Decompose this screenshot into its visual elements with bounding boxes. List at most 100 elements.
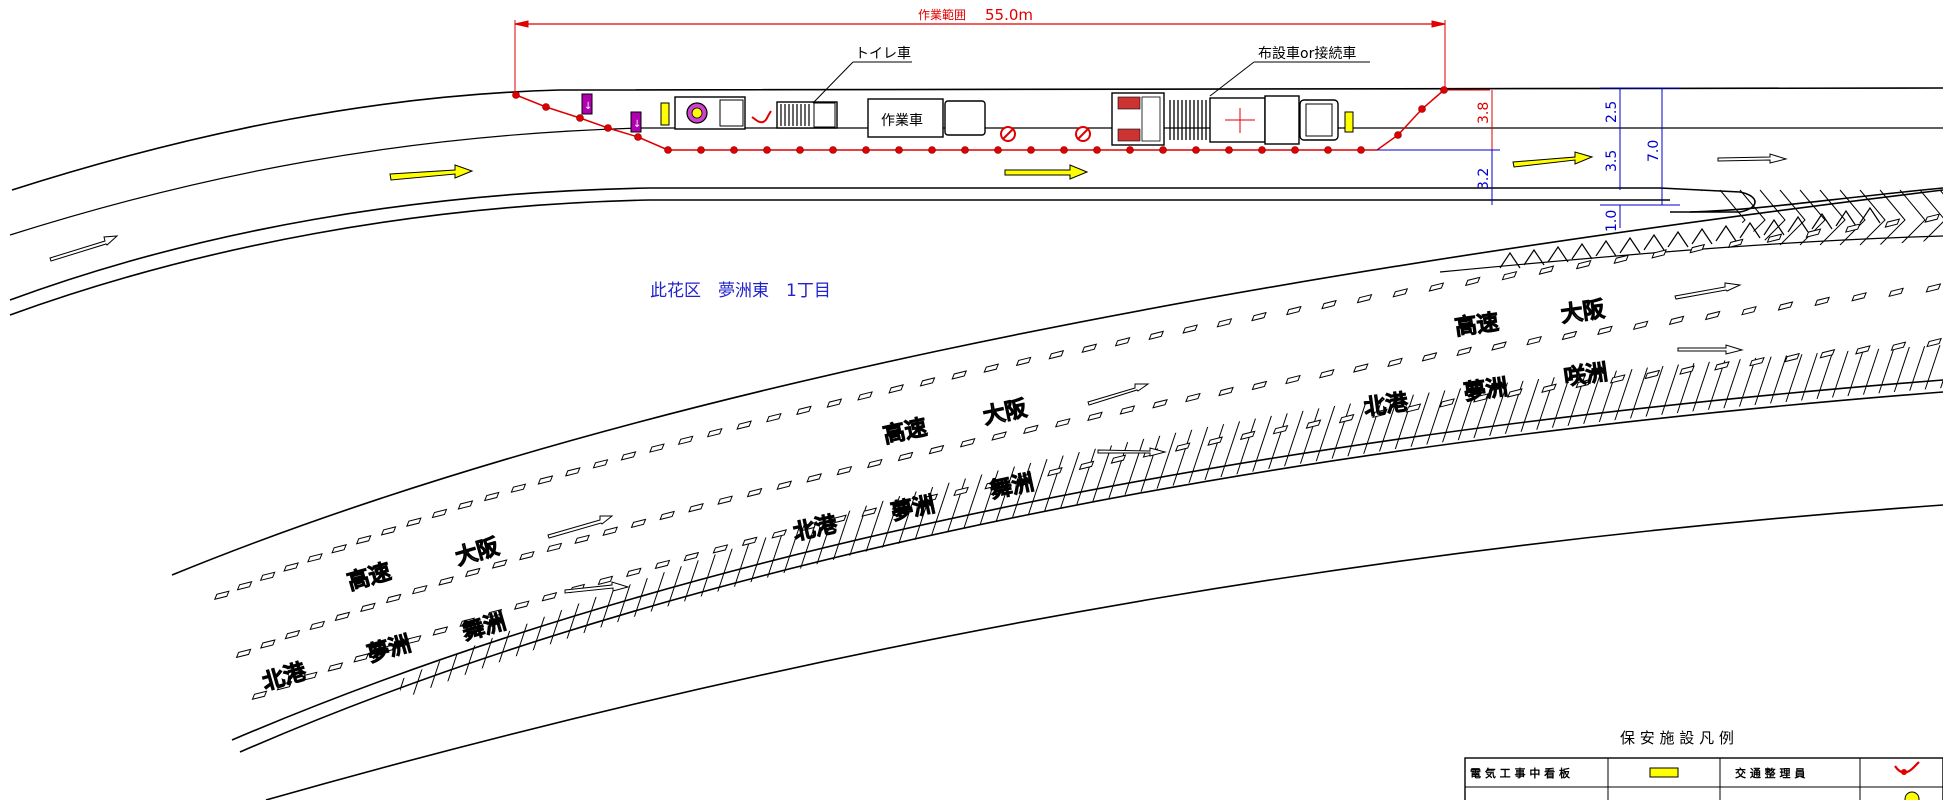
traffic-cone <box>1093 146 1101 154</box>
traffic-cone <box>1291 146 1299 154</box>
chevron-mark <box>1739 221 1761 239</box>
chevron-mark <box>1499 251 1521 269</box>
lane-dash <box>649 443 665 453</box>
toilet-truck <box>776 101 838 129</box>
lane-dash <box>331 544 347 554</box>
road-marking-6: 高速 <box>881 414 929 449</box>
cone-line-taper-start <box>515 94 669 151</box>
hatch-line <box>1064 345 1196 700</box>
lane-dash <box>483 491 500 502</box>
road-marking-13: 北港 <box>1362 390 1410 421</box>
lane-dash <box>1777 301 1794 311</box>
lane-dash <box>1081 343 1098 353</box>
hatch-line <box>494 345 626 700</box>
toilet-truck-callout-leader <box>812 61 854 104</box>
lane-dash <box>513 600 530 610</box>
lane-dash <box>888 384 904 394</box>
traffic-cone <box>1258 146 1266 154</box>
dim-3-8: 3.8 <box>1476 102 1492 124</box>
work-range-length: 55.0m <box>985 6 1033 24</box>
lane-dash <box>1888 287 1904 298</box>
chevron-line <box>1879 189 1906 246</box>
lane-dash <box>922 493 939 503</box>
traffic-cone <box>1192 146 1200 154</box>
legend-title: 保 安 施 設 凡 例 <box>1620 729 1734 747</box>
chevron-mark <box>1787 215 1809 233</box>
lane-dash <box>766 412 782 423</box>
lane-dash <box>1926 337 1942 348</box>
lane-dash <box>259 571 276 582</box>
lane-dash <box>353 653 370 663</box>
work-range-left-arrowhead <box>514 20 529 28</box>
traffic-cone <box>928 146 936 154</box>
lane-dash-markings <box>214 213 1942 700</box>
lane-dash <box>1456 346 1472 357</box>
lane-dash <box>1526 335 1542 346</box>
lane-dash <box>1855 345 1871 355</box>
lane-dash <box>1689 243 1706 254</box>
hatch-line <box>1319 345 1451 700</box>
lane-dash <box>1924 213 1941 223</box>
chevron-mark <box>1691 227 1713 245</box>
hatch-line <box>1289 345 1421 700</box>
lane-dash <box>1352 363 1369 373</box>
lane-dash <box>1749 356 1765 367</box>
traffic-cone <box>730 146 738 154</box>
expressway-inner-edge-2 <box>239 391 1943 753</box>
legend-next-row-icon <box>1904 791 1920 800</box>
dim-3-5: 3.5 <box>1604 150 1620 172</box>
cone-line-taper-end <box>1376 89 1445 151</box>
lane-dash <box>1405 403 1422 413</box>
hatch-line <box>539 345 671 700</box>
road-marking-10: 舞洲 <box>988 469 1036 504</box>
lane-dash <box>1392 288 1409 298</box>
electric-work-sign-2 <box>1344 111 1354 133</box>
lane-dash <box>620 451 637 461</box>
lane-dash <box>1015 356 1032 367</box>
lane-dash <box>464 567 481 578</box>
road-marking-15: 咲洲 <box>1562 359 1609 391</box>
lane-dash <box>251 690 268 700</box>
chevron-line <box>1839 189 1866 246</box>
work-range-dimension <box>514 20 1446 95</box>
lane-dash <box>405 635 422 645</box>
work-truck-label: 作業車 <box>881 112 923 129</box>
hatch-line <box>1304 345 1436 700</box>
lane-dash <box>459 617 476 627</box>
chevron-line <box>1899 189 1926 246</box>
lane-dash <box>983 363 1000 373</box>
lane-dash <box>1148 330 1165 341</box>
lane-dash <box>1338 413 1355 424</box>
lane-dash <box>1218 386 1234 397</box>
chevron-line <box>1819 189 1846 246</box>
lane-dash <box>801 521 817 532</box>
legend: 保 安 施 設 凡 例 電 気 工 事 中 看 板 交 通 整 理 員 <box>1464 729 1943 800</box>
road-marking-12: 大阪 <box>1559 297 1606 328</box>
traffic-cone <box>1324 146 1332 154</box>
traffic-cone <box>1126 146 1134 154</box>
hatch-line <box>1259 345 1391 700</box>
lane-dash <box>659 510 675 521</box>
lane-dash <box>1321 299 1337 310</box>
traffic-cone <box>796 146 804 154</box>
lane-dash <box>717 495 733 505</box>
traffic-cone <box>664 146 672 154</box>
lane-dash <box>1152 399 1168 409</box>
lane-dash <box>826 398 843 408</box>
hatch-line <box>1109 345 1241 700</box>
lane-dash <box>1575 259 1592 270</box>
lane-dash <box>541 592 558 602</box>
lane-dash <box>1356 293 1373 304</box>
lane-dash <box>1087 411 1103 422</box>
lane-dash <box>1251 380 1268 391</box>
lane-dash <box>1048 350 1065 360</box>
hatch-line <box>584 345 716 700</box>
lane-dash <box>432 626 449 636</box>
hatch-line <box>1184 345 1316 700</box>
expressway-inner-edge-1 <box>231 379 1943 741</box>
lane-dash <box>1884 218 1901 228</box>
lane-dash <box>283 562 299 572</box>
lane-dash <box>959 438 976 448</box>
lane-dash <box>1561 330 1578 341</box>
